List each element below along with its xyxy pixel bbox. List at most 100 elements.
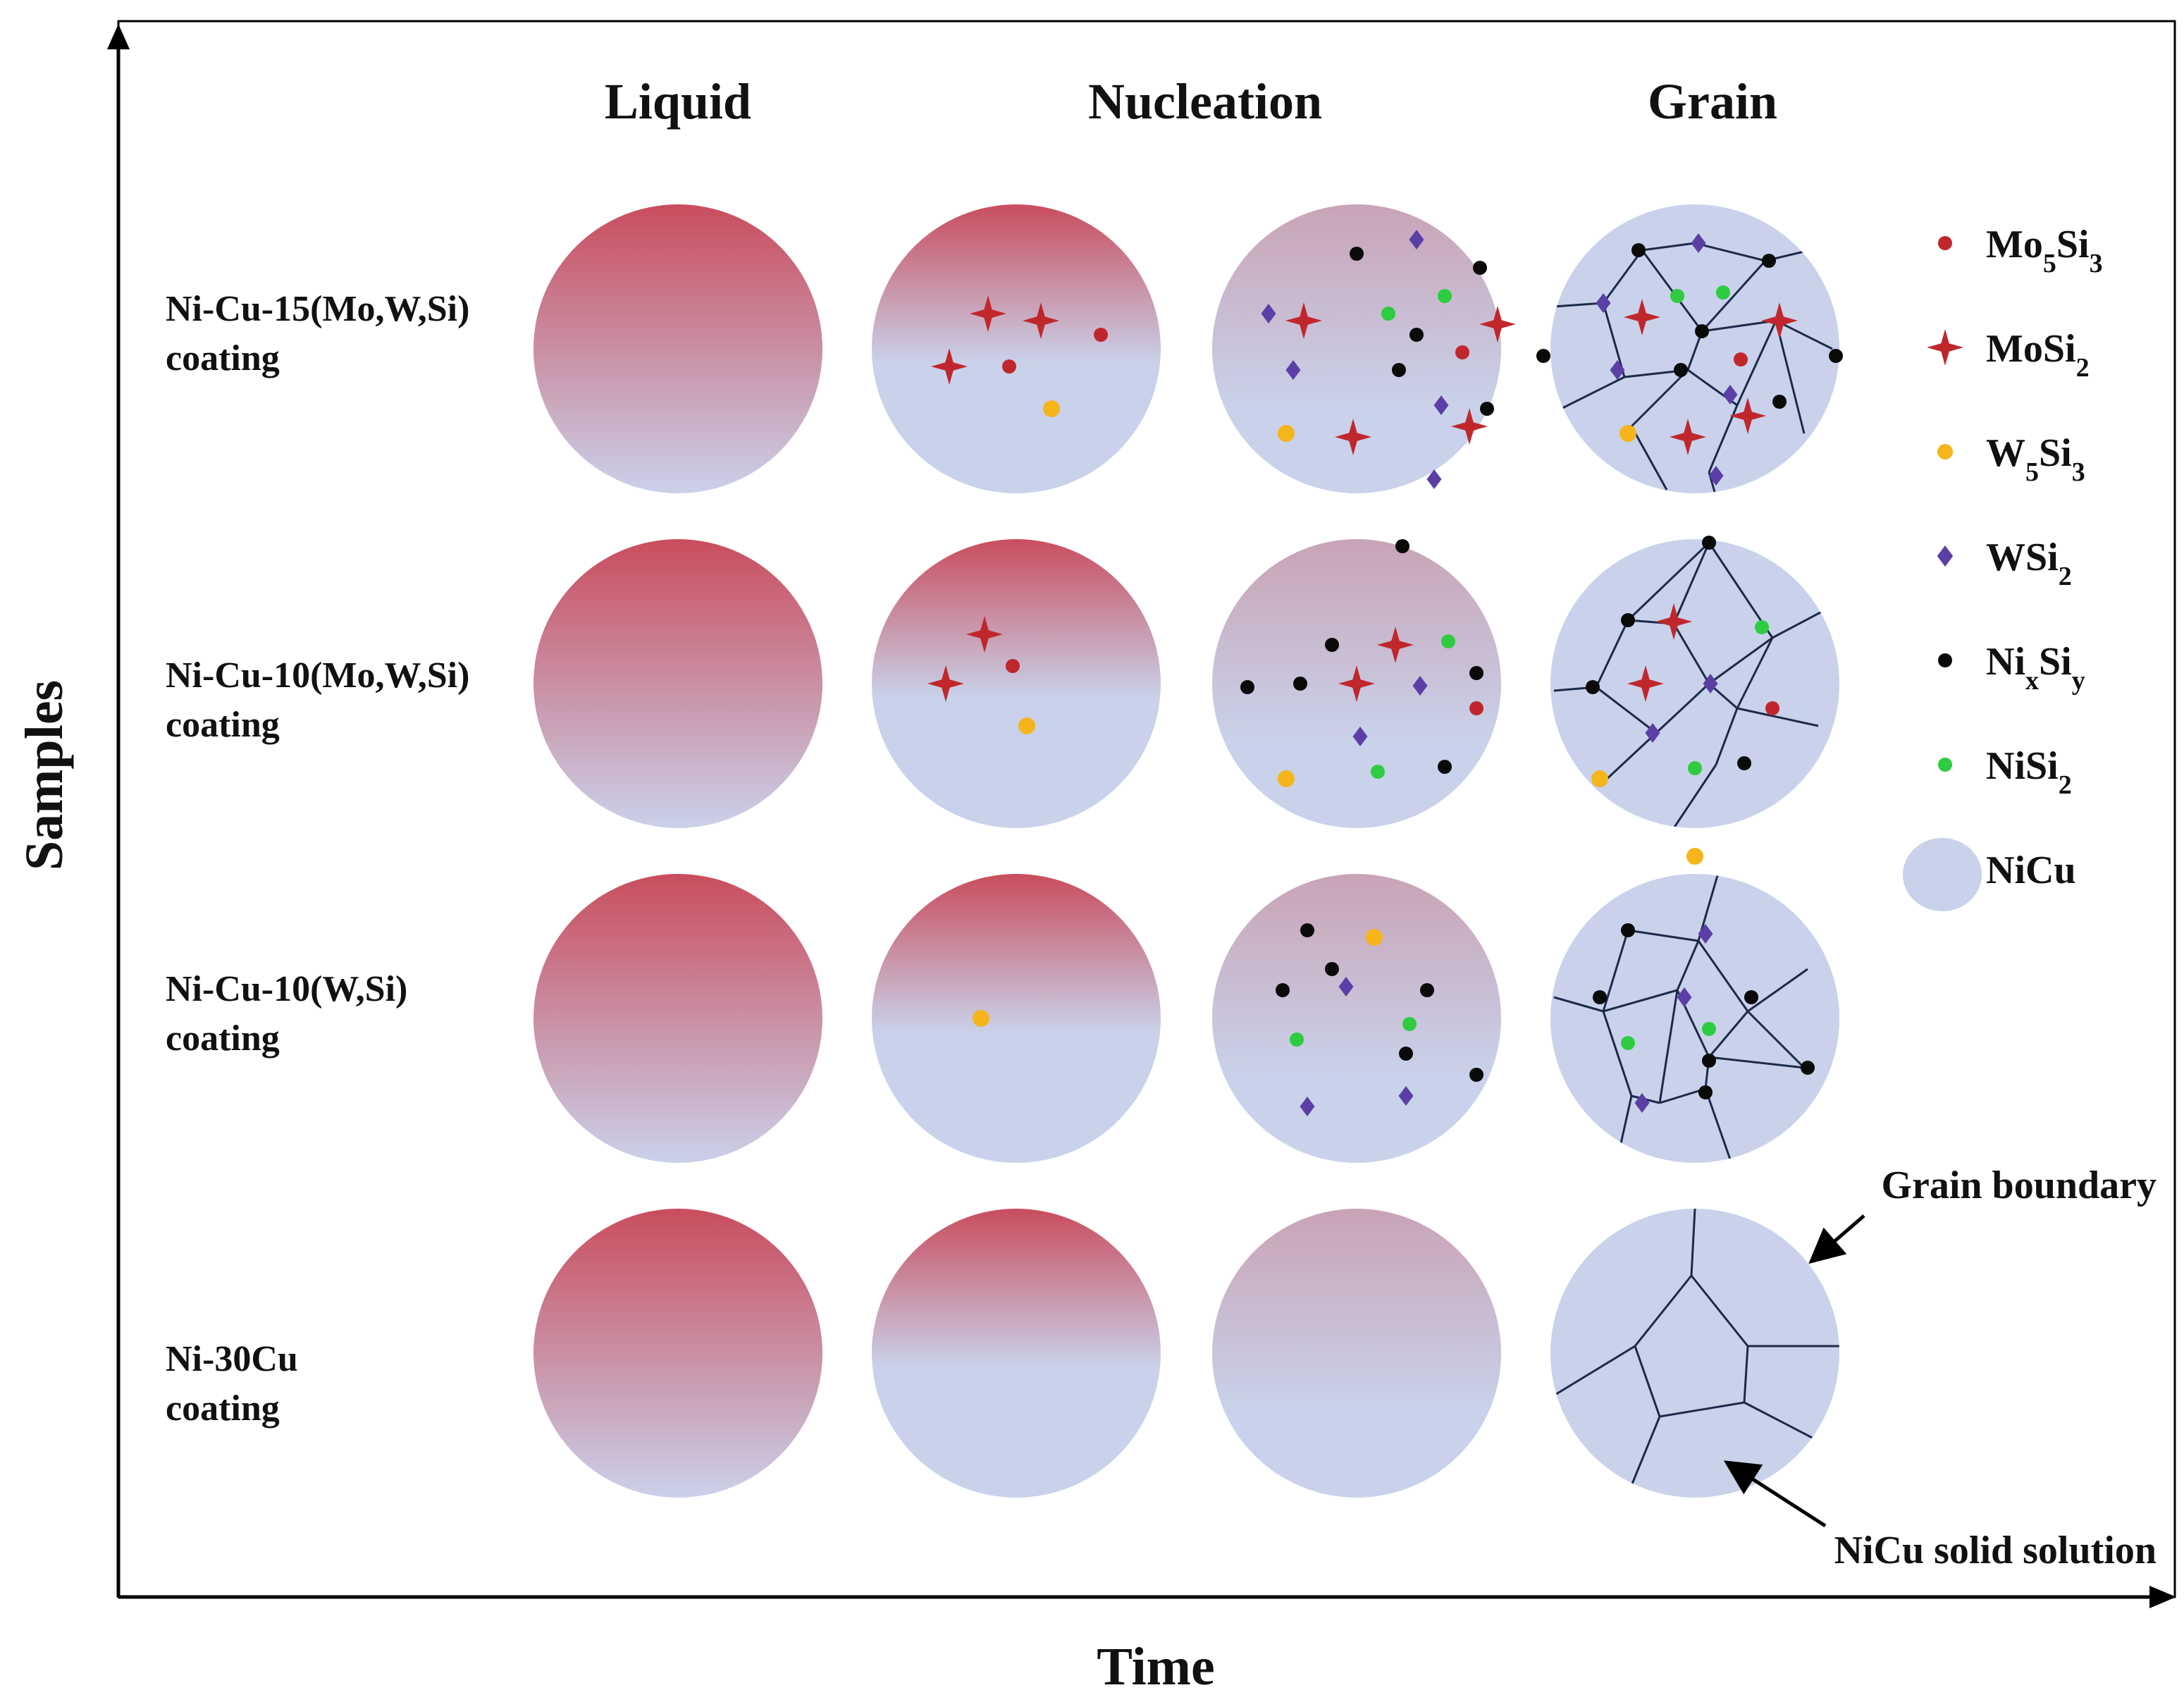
sample-label-2: Ni-Cu-10(Mo,W,Si) xyxy=(166,655,469,696)
sample-label-3-sub: coating xyxy=(166,1018,280,1059)
w5si3-particle xyxy=(1591,770,1608,787)
mosi2-particle xyxy=(927,665,964,702)
nisi2-particle xyxy=(1371,765,1385,779)
grain-boundary-segment xyxy=(1602,302,1626,378)
grain-boundary-segment xyxy=(1672,623,1710,684)
nisi2-particle xyxy=(1670,289,1684,303)
nixsiy-particle xyxy=(1702,1054,1716,1068)
arrow-solid-solution xyxy=(1723,1460,1827,1528)
wsi2-particle xyxy=(1634,1093,1650,1113)
y-axis-arrow xyxy=(107,24,130,49)
legend-item-wsi2: WSi2 xyxy=(1937,536,2072,591)
grain-boundary-segment xyxy=(1602,732,1658,784)
nixsiy-particle xyxy=(1325,962,1339,976)
mosi2-particle xyxy=(1338,665,1375,702)
wsi2-particle xyxy=(1677,987,1692,1007)
mosi2-particle xyxy=(970,295,1006,332)
nisi2-particle xyxy=(1716,285,1730,300)
grain-boundary-segment xyxy=(1603,989,1678,1013)
wsi2-particle xyxy=(1703,674,1718,693)
nixsiy-particle xyxy=(1469,1068,1483,1082)
mosi2-particle xyxy=(1451,408,1488,445)
nixsiy-particle xyxy=(1276,983,1290,997)
nisi2-particle xyxy=(1702,1022,1716,1036)
nixsiy-particle xyxy=(1829,349,1843,363)
grain-boundary-segment xyxy=(1697,874,1725,942)
nixsiy-particle xyxy=(1293,677,1307,691)
wsi2-particle xyxy=(1261,304,1276,323)
sample-label-4-sub: coating xyxy=(166,1388,280,1429)
sample-4-stage-3-circle xyxy=(1212,1209,1501,1498)
sample-2-stage-1-circle xyxy=(533,539,822,828)
header-liquid: Liquid xyxy=(605,73,751,130)
mo5si3-particle xyxy=(1455,345,1469,359)
mosi2-particle xyxy=(966,616,1003,653)
nixsiy-label: NixSiy xyxy=(1986,640,2085,696)
nisi2-particle xyxy=(1438,289,1452,303)
nisi2-particle xyxy=(1381,307,1395,321)
arrow-grain-boundary xyxy=(1808,1214,1865,1264)
sample-label-4: Ni-30Cu xyxy=(166,1339,298,1379)
w5si3-particle xyxy=(1686,848,1703,865)
grain-boundary-segment xyxy=(1704,1088,1732,1160)
grain-boundary-segment xyxy=(1630,369,1689,428)
mosi2-particle xyxy=(1670,419,1706,455)
w5si3-swatch xyxy=(1937,444,1953,460)
mosi2-particle xyxy=(1023,302,1059,339)
wsi2-particle xyxy=(1698,924,1713,944)
nixsiy-particle xyxy=(1420,983,1434,997)
w5si3-label: W5Si3 xyxy=(1986,431,2085,487)
x-axis-label: Time xyxy=(1097,1637,1214,1696)
mo5si3-label: Mo5Si3 xyxy=(1986,223,2103,278)
grain-boundary-segment xyxy=(1627,929,1699,942)
nixsiy-particle xyxy=(1698,1085,1713,1099)
sample-2-stage-2-circle xyxy=(872,539,1161,828)
grain-boundary-segment xyxy=(1697,940,1749,1012)
grain-boundary-segment xyxy=(1708,1056,1805,1069)
grain-boundary-segment xyxy=(1553,1345,1636,1397)
grain-boundary-segment xyxy=(1553,302,1604,308)
mo5si3-particle xyxy=(1469,701,1483,715)
legend-item-mosi2: MoSi2 xyxy=(1927,327,2090,383)
nisi2-label: NiSi2 xyxy=(1986,744,2072,800)
grain-boundary-segment xyxy=(1627,1416,1661,1495)
grain-boundary-segment xyxy=(1602,1011,1633,1097)
grain-boundary-segment xyxy=(1659,1401,1745,1418)
mosi2-label: MoSi2 xyxy=(1986,327,2090,383)
legend-item-mo5si3: Mo5Si3 xyxy=(1938,223,2103,278)
mosi2-particle xyxy=(1655,603,1692,640)
wsi2-particle xyxy=(1691,233,1706,253)
y-axis-label: Samples xyxy=(15,680,74,870)
mo5si3-particle xyxy=(1006,659,1020,673)
nixsiy-particle xyxy=(1762,254,1776,268)
nixsiy-particle xyxy=(1801,1061,1815,1075)
grain-boundary-segment xyxy=(1602,249,1643,304)
grain-boundary-segment xyxy=(1659,1087,1706,1104)
nixsiy-particle xyxy=(1240,680,1254,694)
grain-boundary-segment xyxy=(1634,1345,1661,1417)
nisi2-swatch xyxy=(1938,758,1952,772)
mo5si3-particle xyxy=(1765,701,1779,715)
nixsiy-particle xyxy=(1300,923,1314,937)
header-nucleation: Nucleation xyxy=(1088,73,1322,130)
mosi2-particle xyxy=(1729,397,1766,434)
sample-1-stage-1-circle xyxy=(533,204,822,493)
mo5si3-particle xyxy=(1094,328,1108,342)
grain-boundary-segment xyxy=(1715,708,1739,765)
grain-boundary-segment xyxy=(1672,542,1710,624)
nixsiy-particle xyxy=(1674,363,1688,377)
wsi2-particle xyxy=(1426,469,1442,489)
w5si3-particle xyxy=(1278,770,1295,787)
sample-label-1: Ni-Cu-15(Mo,W,Si) xyxy=(166,289,469,329)
header-grain: Grain xyxy=(1648,73,1777,130)
grain-boundary-segment xyxy=(1595,619,1629,688)
mosi2-swatch xyxy=(1927,329,1963,366)
grain-boundary-segment xyxy=(1658,989,1679,1104)
nixsiy-particle xyxy=(1409,328,1424,342)
mosi2-particle xyxy=(1627,665,1664,702)
wsi2-particle xyxy=(1708,466,1724,486)
mosi2-particle xyxy=(1285,302,1322,339)
grain-boundary-segment xyxy=(1701,259,1767,333)
nixsiy-particle xyxy=(1702,536,1716,550)
